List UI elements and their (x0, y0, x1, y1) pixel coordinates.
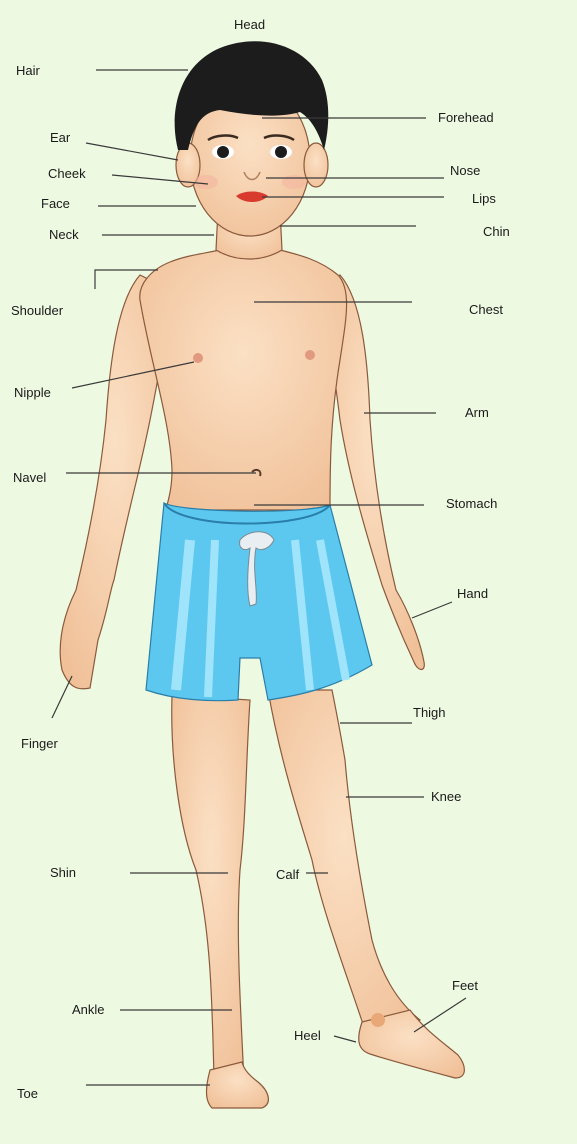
label-ear: Ear (50, 130, 71, 145)
cheek-pointer (111, 174, 209, 185)
label-nose: Nose (450, 163, 481, 178)
label-nipple: Nipple (14, 385, 51, 400)
label-thigh: Thigh (413, 705, 446, 720)
heel-pointer (333, 1035, 357, 1043)
child-figure (59, 83, 465, 1109)
label-hair: Hair (16, 63, 40, 78)
finger-pointer (51, 675, 73, 719)
label-navel: Navel (13, 470, 47, 485)
label-shin: Shin (50, 865, 77, 880)
shorts (145, 502, 373, 702)
right-ear-shape (303, 142, 329, 188)
label-finger: Finger (21, 736, 58, 751)
pointer-lines (51, 69, 467, 1086)
label-head: Head (234, 17, 266, 32)
label-arm: Arm (465, 405, 489, 420)
label-shoulder: Shoulder (11, 303, 64, 318)
label-hand: Hand (457, 586, 489, 601)
shoulder-pointer (94, 269, 158, 289)
label-forehead: Forehead (438, 110, 494, 125)
label-stomach: Stomach (446, 496, 498, 511)
label-neck: Neck (49, 227, 79, 242)
hair-shape (174, 41, 329, 151)
body-details (193, 350, 385, 1027)
label-cheek: Cheek (48, 166, 86, 181)
feet-pointer (413, 997, 467, 1033)
label-feet: Feet (452, 978, 479, 993)
label-knee: Knee (431, 789, 462, 804)
right-arm (321, 274, 425, 671)
ear-pointer (85, 142, 179, 161)
left-foot (205, 1061, 269, 1109)
label-lips: Lips (472, 191, 496, 206)
label-calf: Calf (276, 867, 300, 882)
label-face: Face (41, 196, 70, 211)
nipple-pointer (71, 361, 195, 389)
torso (139, 249, 348, 511)
left-leg (171, 694, 251, 1081)
left-arm (59, 274, 171, 690)
label-ankle: Ankle (72, 1002, 105, 1017)
label-chin: Chin (483, 224, 510, 239)
label-toe: Toe (17, 1086, 38, 1101)
label-chest: Chest (469, 302, 503, 317)
hand-pointer (411, 601, 453, 619)
label-heel: Heel (294, 1028, 321, 1043)
right-foot (358, 1009, 465, 1079)
